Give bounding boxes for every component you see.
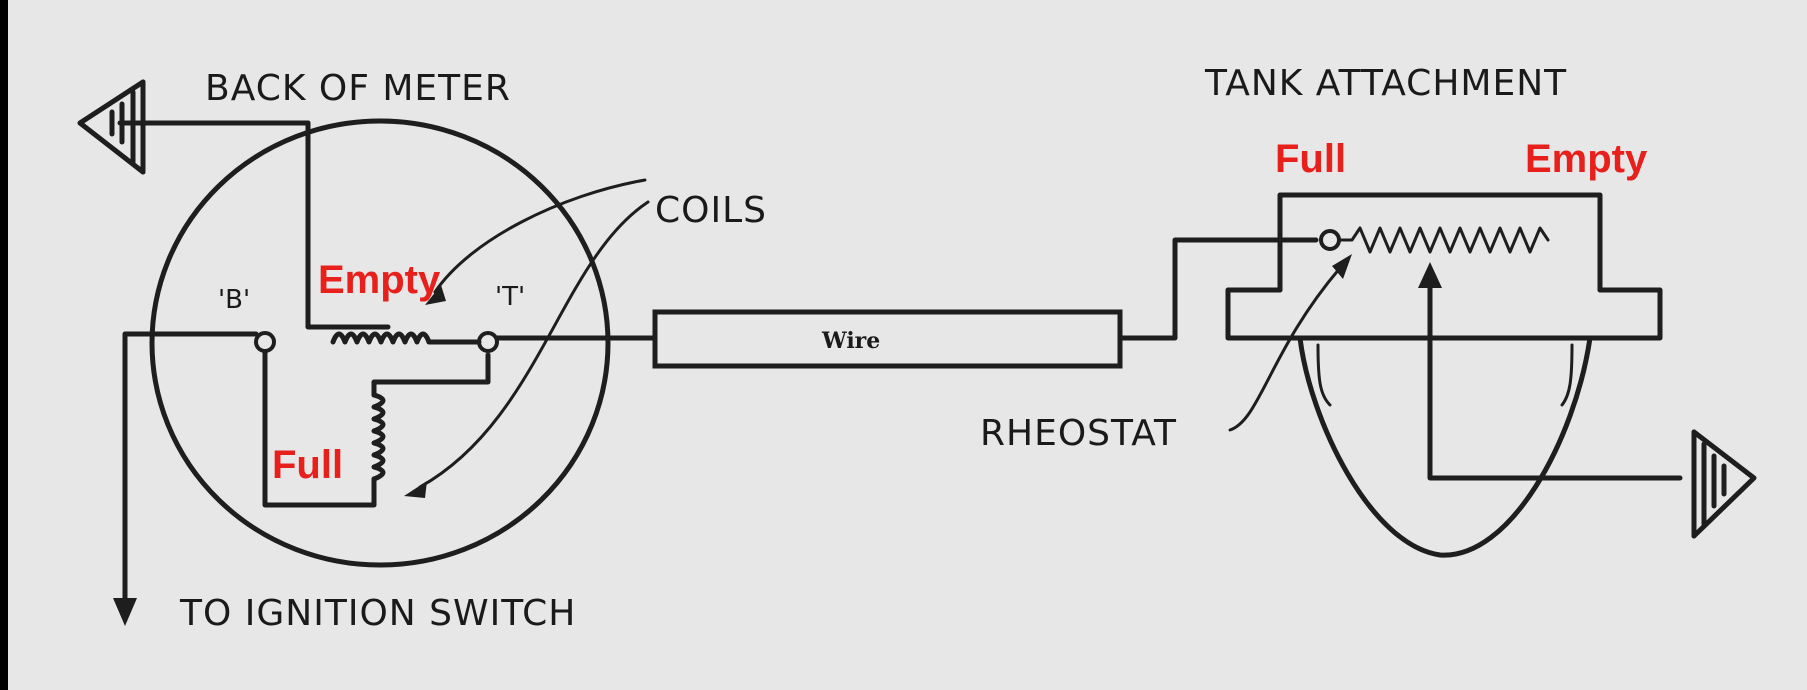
wire-sleeve [652,309,1123,369]
tank-housing-top [1277,192,1603,293]
arrow-down-icon [113,598,137,626]
tank-attachment [1225,192,1757,558]
coils-pointer-upper [433,178,647,294]
ground-symbol-icon [1691,429,1757,539]
rheostat-pointer-arrowhead [1332,254,1352,279]
terminal-t-circle-icon [477,331,499,353]
tank-float-bowl-inner-left [1316,343,1332,407]
meter-body-circle [149,118,611,568]
terminal-t-label: 'T' [495,282,525,312]
tank-full-label: Full [1275,137,1346,181]
empty-coil [330,331,432,345]
wire-lead-right [1117,237,1319,341]
rheostat-wiper-arm [1427,283,1683,481]
rheostat-pointer [1228,266,1342,432]
connecting-wire [494,237,1319,369]
tank-flange [1225,287,1663,341]
to-ignition-switch-label: TO IGNITION SWITCH [179,593,576,634]
rheostat-resistor-zigzag [1337,226,1550,254]
rheostat-label: RHEOSTAT [980,413,1177,454]
ground-symbol-icon [77,79,146,175]
coils-pointer-lower [418,200,650,489]
ignition-lead [122,331,259,615]
full-coil-bottom-lead [262,348,377,508]
coils-label: COILS [655,190,767,231]
tank-attachment-label: TANK ATTACHMENT [1204,63,1567,104]
full-coil-top-lead [371,352,491,398]
coils-arrowhead-lower [404,481,427,498]
tank-float-bowl-outer [1297,335,1593,558]
tank-float-bowl-inner-right [1560,343,1574,407]
tank-empty-label: Empty [1525,137,1648,181]
terminal-b-label: 'B' [218,285,250,315]
rheostat-terminal-circle-icon [1319,229,1341,251]
full-coil [371,392,386,482]
back-of-meter-label: BACK OF METER [205,68,511,109]
wire-label: Wire [821,328,880,354]
meter [77,79,650,626]
terminal-b-circle-icon [254,331,276,353]
rheostat-wiper-arrow-icon [1418,262,1442,288]
meter-frame-wire [305,120,391,330]
meter-empty-label: Empty [318,258,441,302]
coils-arrowhead-upper [425,285,446,305]
meter-full-label: Full [272,443,343,487]
